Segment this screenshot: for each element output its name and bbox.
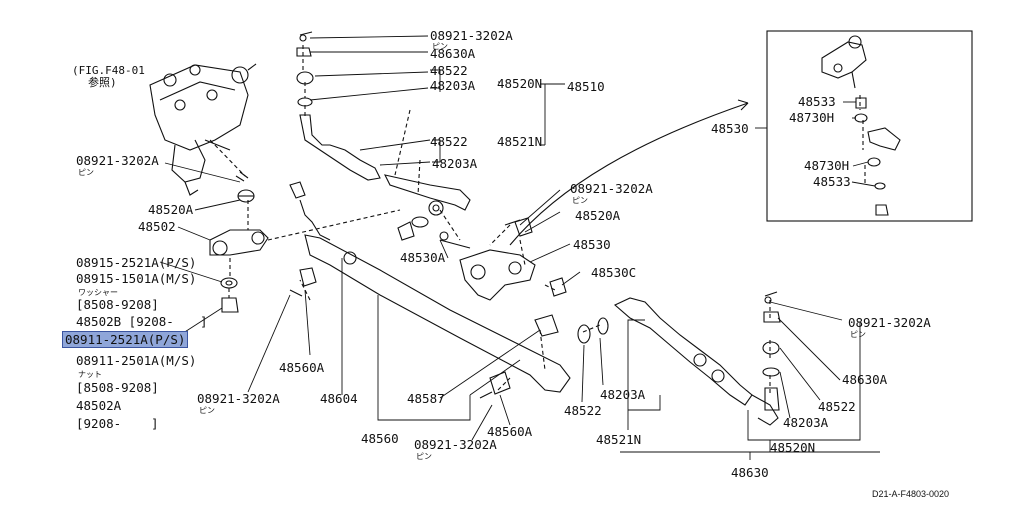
- part-label[interactable]: 48203A: [432, 156, 478, 171]
- part-label[interactable]: 48630A: [430, 46, 476, 61]
- part-label[interactable]: 48730H: [789, 110, 835, 125]
- date-range: [8508-9208]: [76, 297, 159, 312]
- selected-part-highlight[interactable]: 08911-2521A(P/S): [62, 331, 189, 348]
- inset-box: [766, 30, 973, 222]
- part-sublabel: ピン: [78, 168, 94, 177]
- part-label[interactable]: 48520A: [575, 208, 621, 223]
- part-label[interactable]: 48560A: [279, 360, 325, 375]
- figure-reference-note: 参照): [88, 76, 117, 89]
- part-label[interactable]: 48520N: [497, 76, 543, 91]
- part-label[interactable]: 48502B [9208-: [76, 314, 174, 329]
- part-label[interactable]: 48522: [430, 63, 468, 78]
- part-label[interactable]: 08915-1501A(M/S): [76, 271, 197, 286]
- part-sublabel: ピン: [416, 452, 432, 461]
- part-label[interactable]: 48510: [567, 79, 605, 94]
- figure-reference: (FIG.F48-01: [72, 64, 145, 77]
- arrow-to-inset: [509, 102, 749, 246]
- part-label[interactable]: 48522: [430, 134, 468, 149]
- part-sublabel: ピン: [432, 42, 448, 51]
- part-label[interactable]: 48630: [731, 465, 769, 480]
- lower-center-parts: [289, 289, 609, 399]
- part-label[interactable]: 08921-3202A: [848, 315, 931, 330]
- part-label[interactable]: 48520A: [148, 202, 194, 217]
- part-label[interactable]: 48530C: [591, 265, 637, 280]
- part-label[interactable]: 48203A: [783, 415, 829, 430]
- part-label[interactable]: 48502: [138, 219, 176, 234]
- part-label[interactable]: 08915-2521A(P/S): [76, 255, 197, 270]
- part-label[interactable]: 48533: [813, 174, 851, 189]
- inset-idler-arm: [821, 35, 901, 216]
- date-range-close: ]: [151, 416, 159, 431]
- part-sublabel: ナット: [78, 370, 102, 379]
- part-label-highlighted[interactable]: 08911-2521A(P/S): [62, 331, 189, 348]
- part-label[interactable]: 48530A: [400, 250, 446, 265]
- right-tie-rod: [613, 291, 781, 426]
- part-label[interactable]: 48530: [573, 237, 611, 252]
- part-label[interactable]: 08921-3202A: [76, 153, 159, 168]
- pitman-arm-assembly: [209, 171, 269, 313]
- part-sublabel: ピン: [850, 330, 866, 339]
- arrow-head: [737, 99, 749, 111]
- part-label[interactable]: 48560A: [487, 424, 533, 439]
- date-range-close: ]: [200, 314, 208, 329]
- part-label[interactable]: 48730H: [804, 158, 850, 173]
- part-label[interactable]: 48522: [564, 403, 602, 418]
- drawing-code: D21-A-F4803-0020: [872, 489, 950, 499]
- date-range: [8508-9208]: [76, 380, 159, 395]
- part-label[interactable]: 48502A: [76, 398, 122, 413]
- date-range: [9208-: [76, 416, 122, 431]
- part-label[interactable]: 48630A: [842, 372, 888, 387]
- part-sublabel: ピン: [572, 196, 588, 205]
- part-sublabel: ピン: [199, 406, 215, 415]
- part-label[interactable]: 08921-3202A: [414, 437, 497, 452]
- part-label[interactable]: 08921-3202A: [197, 391, 280, 406]
- part-label[interactable]: 48521N: [596, 432, 642, 447]
- part-label[interactable]: 48520N: [770, 440, 816, 455]
- idler-arm: [439, 217, 567, 301]
- steering-gearbox: [149, 63, 257, 196]
- part-label[interactable]: 48560: [361, 431, 399, 446]
- part-label[interactable]: 48533: [798, 94, 836, 109]
- part-label[interactable]: 48521N: [497, 134, 543, 149]
- part-label[interactable]: 48203A: [600, 387, 646, 402]
- part-label[interactable]: 08911-2501A(M/S): [76, 353, 197, 368]
- part-label[interactable]: 08921-3202A: [430, 28, 513, 43]
- guide-lines: [209, 45, 866, 395]
- part-sublabel: ワッシャー: [78, 288, 118, 297]
- part-label[interactable]: 48604: [320, 391, 358, 406]
- part-label[interactable]: 48530: [711, 121, 749, 136]
- part-label[interactable]: 48522: [818, 399, 856, 414]
- upper-tie-rod: [296, 31, 471, 241]
- part-label[interactable]: 08921-3202A: [570, 181, 653, 196]
- center-link: [289, 181, 571, 393]
- part-label[interactable]: 48587: [407, 391, 445, 406]
- part-label[interactable]: 48203A: [430, 78, 476, 93]
